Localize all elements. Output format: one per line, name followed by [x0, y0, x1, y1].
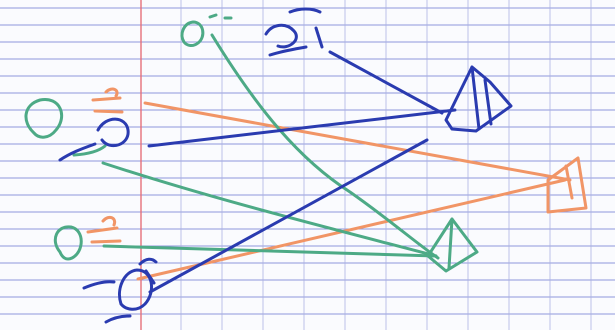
blue-mark-left: [58, 117, 130, 162]
green-line-mid: [101, 161, 438, 258]
green-line-lower: [102, 244, 438, 258]
orange-line-lower: [136, 178, 567, 281]
green-mark-top: [180, 13, 233, 47]
green-mark-left: [72, 144, 107, 157]
blue-line-top: [328, 50, 444, 115]
green-strokes: [24, 13, 479, 273]
blue-triangle: [444, 65, 513, 133]
green-triangle: [426, 217, 479, 273]
green-circle-lower: [53, 225, 83, 261]
blue-line-lower: [148, 138, 429, 294]
green-line-top: [210, 33, 440, 260]
orange-mark-upper: [91, 87, 124, 114]
grid-lines: [180, 0, 592, 330]
blue-strokes: [58, 7, 513, 324]
ruled-lines: [0, 7, 615, 315]
orange-line-upper: [143, 101, 572, 182]
blue-line-upper: [147, 108, 457, 148]
orange-triangle: [546, 156, 588, 214]
green-circle-left: [24, 98, 63, 139]
blue-mark-bottom: [104, 257, 158, 324]
orange-strokes: [86, 87, 588, 281]
orange-mark-lower: [86, 215, 122, 244]
blue-mark-bottom-left: [82, 280, 116, 290]
blue-mark-top: [264, 7, 324, 57]
